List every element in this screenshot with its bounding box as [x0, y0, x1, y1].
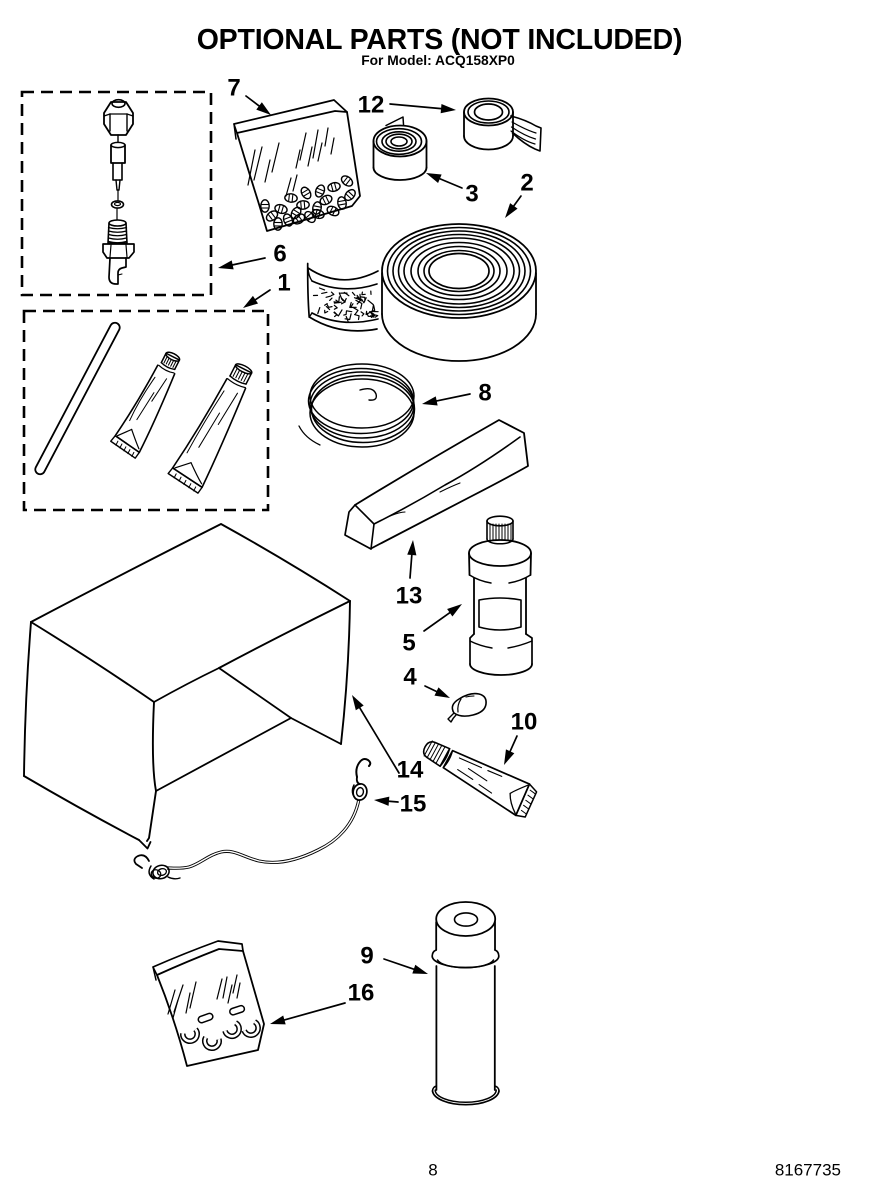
- svg-text:9: 9: [360, 943, 373, 970]
- svg-text:8: 8: [428, 1161, 437, 1180]
- svg-text:3: 3: [465, 181, 478, 208]
- svg-text:8: 8: [478, 380, 491, 407]
- svg-text:5: 5: [402, 630, 415, 657]
- svg-text:4: 4: [403, 664, 417, 691]
- svg-text:14: 14: [397, 757, 424, 784]
- svg-text:8167735: 8167735: [775, 1161, 841, 1180]
- svg-text:16: 16: [348, 980, 375, 1007]
- svg-text:13: 13: [396, 583, 423, 610]
- svg-text:6: 6: [273, 241, 286, 268]
- svg-text:12: 12: [358, 92, 385, 119]
- svg-text:10: 10: [511, 709, 538, 736]
- svg-text:15: 15: [400, 791, 427, 818]
- svg-text:7: 7: [227, 75, 240, 102]
- svg-text:2: 2: [520, 170, 533, 197]
- svg-text:1: 1: [277, 270, 290, 297]
